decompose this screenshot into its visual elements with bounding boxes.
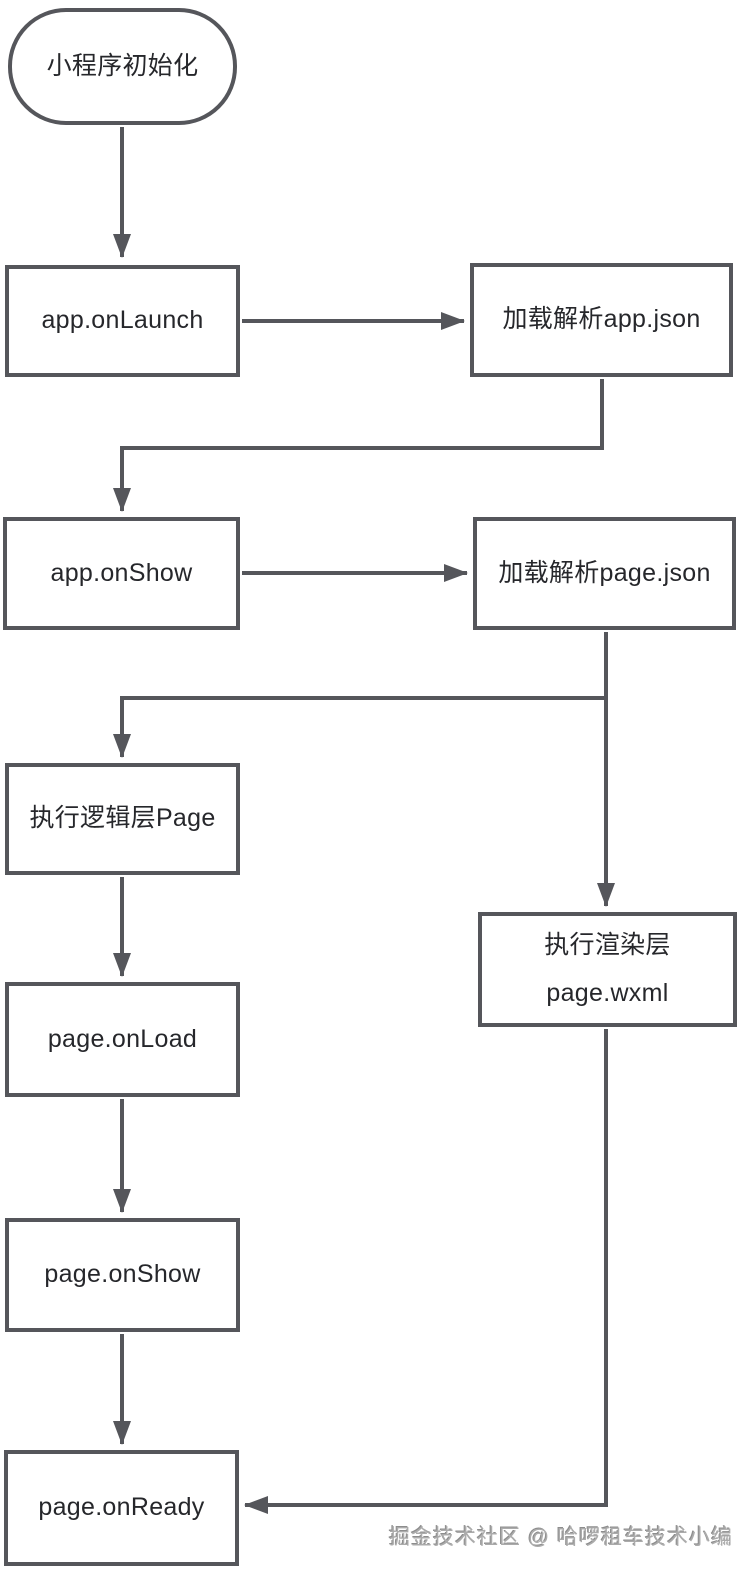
node-app-onlaunch-label: app.onLaunch (41, 306, 204, 335)
node-start: 小程序初始化 (8, 8, 237, 125)
edge-load-page-json-to-exec-logic-page (113, 632, 608, 758)
node-app-onshow-label: app.onShow (50, 558, 193, 587)
node-exec-logic-page: 执行逻辑层Page (5, 763, 240, 875)
node-exec-render-layer: 执行渲染层 page.wxml (478, 912, 737, 1027)
node-app-onlaunch: app.onLaunch (5, 265, 240, 377)
node-page-onload: page.onLoad (5, 982, 240, 1097)
node-page-onready: page.onReady (4, 1450, 239, 1566)
watermark-text: 掘金技术社区 @ 哈啰租车技术小编 (389, 1526, 733, 1549)
node-page-onshow-label: page.onShow (44, 1260, 201, 1289)
edge-load-app-json-to-app-onshow (113, 379, 604, 512)
node-exec-render-layer-label-line2: page.wxml (546, 978, 669, 1007)
node-exec-render-layer-label-line1: 执行渲染层 (544, 931, 671, 960)
node-load-page-json-label: 加载解析page.json (498, 558, 711, 587)
node-app-onshow: app.onShow (3, 517, 240, 630)
node-load-page-json: 加载解析page.json (473, 517, 736, 630)
node-load-app-json-label: 加载解析app.json (502, 305, 701, 334)
node-page-onload-label: page.onLoad (47, 1024, 198, 1053)
node-exec-logic-page-label: 执行逻辑层Page (29, 804, 216, 833)
node-load-app-json: 加载解析app.json (470, 263, 733, 377)
node-start-label: 小程序初始化 (46, 51, 199, 80)
edge-exec-render-layer-to-page-onready (244, 1029, 608, 1514)
node-page-onready-label: page.onReady (38, 1493, 205, 1522)
node-page-onshow: page.onShow (5, 1218, 240, 1332)
